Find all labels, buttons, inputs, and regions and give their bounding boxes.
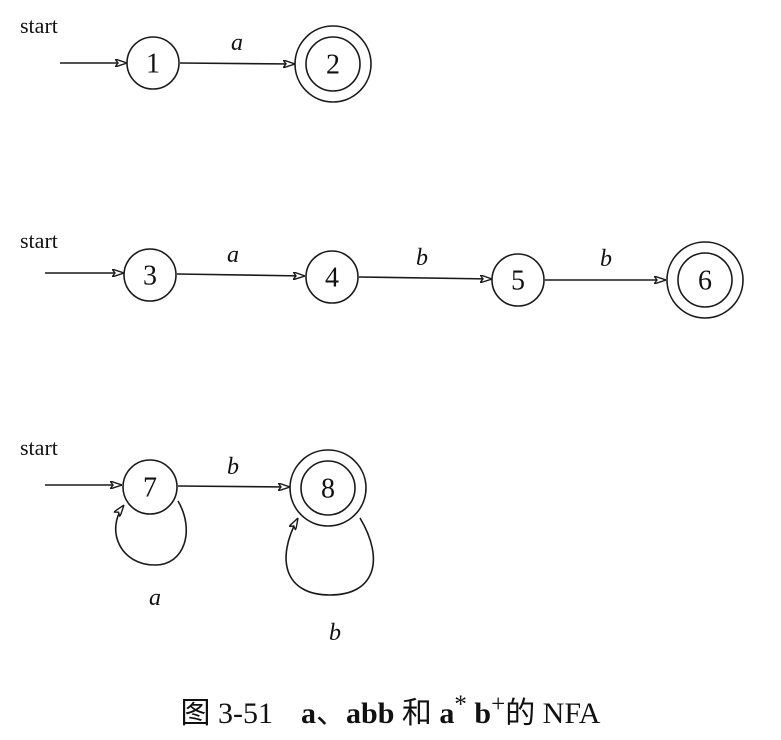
start-label: start xyxy=(20,228,58,253)
self-loop-8 xyxy=(285,518,375,596)
caption-plus: + xyxy=(491,691,506,718)
figure-number: 图 3-51 xyxy=(180,697,274,730)
self-loop-7-symbol: a xyxy=(149,585,161,611)
transition-7-8 xyxy=(177,486,290,487)
state-4 xyxy=(305,250,359,304)
caption-regex-b-plus: b xyxy=(466,697,492,730)
nfa-abb: start 3 a 4 b 5 b 6 xyxy=(20,228,744,319)
caption-regex-a-star: a xyxy=(439,697,455,730)
caption-regex-abb: abb xyxy=(346,697,395,730)
state-3 xyxy=(123,248,177,302)
state-2 xyxy=(305,36,361,92)
caption-star: * xyxy=(454,691,467,718)
state-2-label: 2 xyxy=(326,50,340,81)
transition-5-6-symbol: b xyxy=(600,246,612,272)
self-loop-7 xyxy=(116,500,187,566)
state-3-label: 3 xyxy=(143,261,157,292)
transition-4-5 xyxy=(358,277,492,279)
caption-conjunction: 和 xyxy=(394,697,440,730)
start-label: start xyxy=(20,435,58,460)
state-4-label: 4 xyxy=(325,263,339,294)
state-6-label: 6 xyxy=(698,266,712,297)
self-loop-8-symbol: b xyxy=(329,620,341,646)
transition-1-2 xyxy=(179,63,295,64)
state-6 xyxy=(677,252,733,308)
nfa-astar-bplus: start 7 a b 8 b xyxy=(20,435,375,646)
start-label: start xyxy=(20,13,58,38)
state-1 xyxy=(126,36,180,90)
state-8-label: 8 xyxy=(321,474,335,505)
caption-separator: 、 xyxy=(316,697,347,730)
transition-3-4-symbol: a xyxy=(227,242,239,268)
state-7-label: 7 xyxy=(143,473,157,504)
state-7 xyxy=(122,459,178,515)
caption-regex-a: a xyxy=(301,697,317,730)
transition-1-2-symbol: a xyxy=(231,30,243,56)
transition-3-4 xyxy=(176,274,305,276)
nfa-a: start 1 a 2 xyxy=(20,13,372,103)
state-1-label: 1 xyxy=(146,49,160,80)
transition-7-8-symbol: b xyxy=(227,454,239,480)
state-5-label: 5 xyxy=(511,266,525,297)
state-8 xyxy=(300,460,356,516)
transition-4-5-symbol: b xyxy=(416,245,428,271)
caption-suffix: 的 NFA xyxy=(505,697,601,730)
state-5 xyxy=(491,253,545,307)
